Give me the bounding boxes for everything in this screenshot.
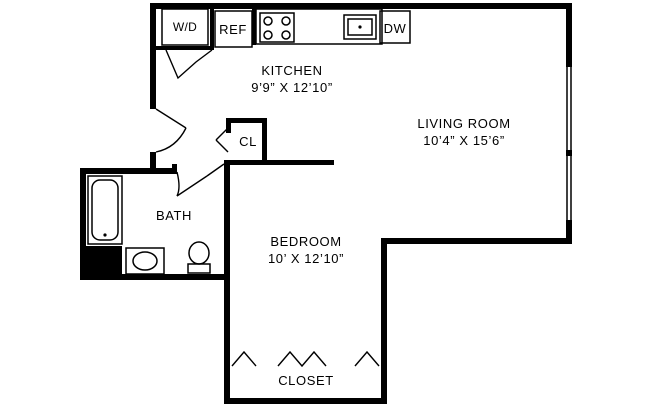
washer-dryer-label: W/D bbox=[173, 20, 197, 34]
bedroom-name: BEDROOM bbox=[270, 234, 341, 249]
doors bbox=[155, 49, 229, 197]
bath-name: BATH bbox=[156, 208, 192, 223]
bathtub bbox=[87, 175, 123, 245]
room-bath: BATH bbox=[156, 208, 192, 223]
room-kitchen: KITCHEN 9’9” X 12’10” bbox=[251, 63, 333, 95]
stove bbox=[259, 12, 295, 43]
room-closet: CLOSET bbox=[278, 373, 334, 388]
refrigerator-label: REF bbox=[219, 22, 247, 37]
living-name: LIVING ROOM bbox=[417, 116, 510, 131]
bedroom-dims: 10’ X 12’10” bbox=[268, 251, 344, 266]
kitchen-name: KITCHEN bbox=[261, 63, 322, 78]
dishwasher: DW bbox=[379, 10, 411, 44]
toilet bbox=[187, 241, 211, 274]
dishwasher-label: DW bbox=[384, 21, 407, 36]
kitchen-sink bbox=[343, 14, 377, 40]
kitchen-counter bbox=[255, 8, 383, 45]
windows bbox=[566, 67, 572, 220]
room-living: LIVING ROOM 10’4” X 15’6” bbox=[417, 116, 510, 148]
washer-dryer: W/D bbox=[161, 8, 209, 46]
room-bedroom: BEDROOM 10’ X 12’10” bbox=[268, 234, 344, 266]
walls bbox=[80, 3, 572, 404]
kitchen-dims: 9’9” X 12’10” bbox=[251, 80, 333, 95]
living-dims: 10’4” X 15’6” bbox=[423, 133, 505, 148]
refrigerator: REF bbox=[214, 10, 253, 48]
cl-name: CL bbox=[239, 134, 257, 149]
closet-doors bbox=[231, 350, 380, 368]
bath-sink bbox=[125, 247, 165, 275]
room-cl: CL bbox=[239, 134, 257, 149]
closet-name: CLOSET bbox=[278, 373, 334, 388]
